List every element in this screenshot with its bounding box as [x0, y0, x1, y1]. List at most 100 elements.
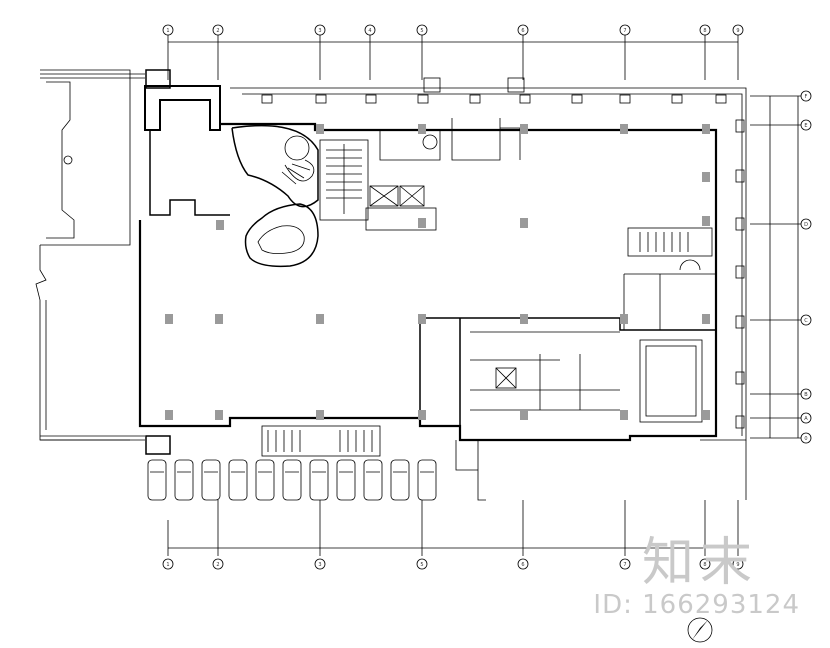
service-partitions [539, 354, 581, 410]
grid-bubble [314, 24, 326, 36]
curved-lobby-wall [231, 124, 319, 208]
car [417, 459, 437, 501]
grid-bubble [162, 558, 174, 570]
grid-bubble [800, 432, 812, 444]
grid-bubble [732, 558, 744, 570]
grid-bubble [699, 24, 711, 36]
column [316, 314, 324, 324]
grid-label: 5 [420, 28, 423, 34]
pier [735, 415, 745, 429]
grid-labels-top: 1 2 3 4 5 6 7 8 9 [166, 28, 739, 34]
pier [715, 94, 727, 104]
grid-labels-bottom: 1 2 3 5 6 7 8 9 [166, 562, 739, 568]
entry-vestibule [144, 85, 221, 131]
grid-bubble [800, 218, 812, 230]
column [702, 410, 710, 420]
outer-boundary [230, 87, 747, 441]
grid-label: 9 [736, 28, 739, 34]
entrance-step-lines [267, 430, 373, 452]
grid-label: A [804, 416, 808, 422]
pier [261, 94, 273, 104]
service-elevator [495, 367, 517, 389]
grid-bubble [212, 558, 224, 570]
grid-label: C [804, 318, 808, 324]
grid-label: 0 [804, 436, 807, 442]
main-building-wall [138, 122, 718, 442]
grid-bubbles-top [162, 24, 744, 36]
watermark-brand: 知末 [641, 533, 758, 593]
grid-label: B [804, 392, 808, 398]
column [418, 410, 426, 420]
car [201, 459, 221, 501]
grid-label: 1 [166, 562, 169, 568]
grid-label: 7 [623, 562, 626, 568]
column [702, 124, 710, 134]
grid-label: F [805, 94, 808, 100]
grid-bubble [364, 24, 376, 36]
column [620, 410, 628, 420]
elevator-cross [369, 185, 425, 207]
spiral-stair-treads [284, 159, 315, 182]
column [165, 410, 173, 420]
grid-label: 9 [736, 562, 739, 568]
stair-core [319, 139, 369, 221]
column [702, 216, 710, 226]
grid-label: 2 [216, 562, 219, 568]
grid-label: 1 [166, 28, 169, 34]
car [309, 459, 329, 501]
left-terrace-inner [46, 81, 75, 239]
plan-linework [35, 34, 806, 556]
service-partitions [470, 331, 620, 411]
car [147, 459, 167, 501]
service-block-wall [419, 318, 461, 426]
entrance-steps [261, 425, 381, 457]
column [215, 314, 223, 324]
watermark-id: ID: 166293124 [593, 590, 800, 620]
grid-bubble [800, 314, 812, 326]
grid-bubble [314, 558, 326, 570]
grid-bubble [416, 24, 428, 36]
reception-desk [257, 225, 305, 254]
car [363, 459, 383, 501]
large-room [639, 339, 703, 423]
elevator-shaft [369, 185, 399, 207]
column [418, 314, 426, 324]
fountain-icon [63, 155, 73, 165]
structural-columns [165, 124, 710, 420]
pier [735, 265, 745, 279]
car [390, 459, 410, 501]
spiral-stair-core [284, 135, 310, 161]
pier-large [145, 69, 171, 89]
service-elevator-cross [495, 367, 517, 389]
column [418, 218, 426, 228]
corridor-wall [500, 127, 521, 160]
grid-label: E [804, 123, 807, 129]
grid-bubble [800, 90, 812, 102]
grid-bubble [732, 24, 744, 36]
pier [671, 94, 683, 104]
pier [619, 94, 631, 104]
pier [735, 315, 745, 329]
curved-reception [244, 203, 319, 268]
pier [365, 94, 377, 104]
column [316, 124, 324, 134]
column [702, 172, 710, 182]
grid-bubble [619, 24, 631, 36]
grid-bubble [517, 558, 529, 570]
column [620, 124, 628, 134]
large-room-inner [645, 345, 697, 417]
grid-bubbles-right [800, 90, 812, 444]
pier [423, 77, 441, 93]
grid-bubbles-bottom [162, 558, 744, 570]
pier [735, 119, 745, 133]
grid-bubble [699, 558, 711, 570]
column [520, 410, 528, 420]
perimeter-piers [145, 69, 745, 455]
service-block-wall [420, 317, 716, 331]
grid-label: 8 [703, 562, 706, 568]
grid-bubble [619, 558, 631, 570]
grid-label: 3 [318, 28, 321, 34]
door-swing [679, 259, 701, 271]
